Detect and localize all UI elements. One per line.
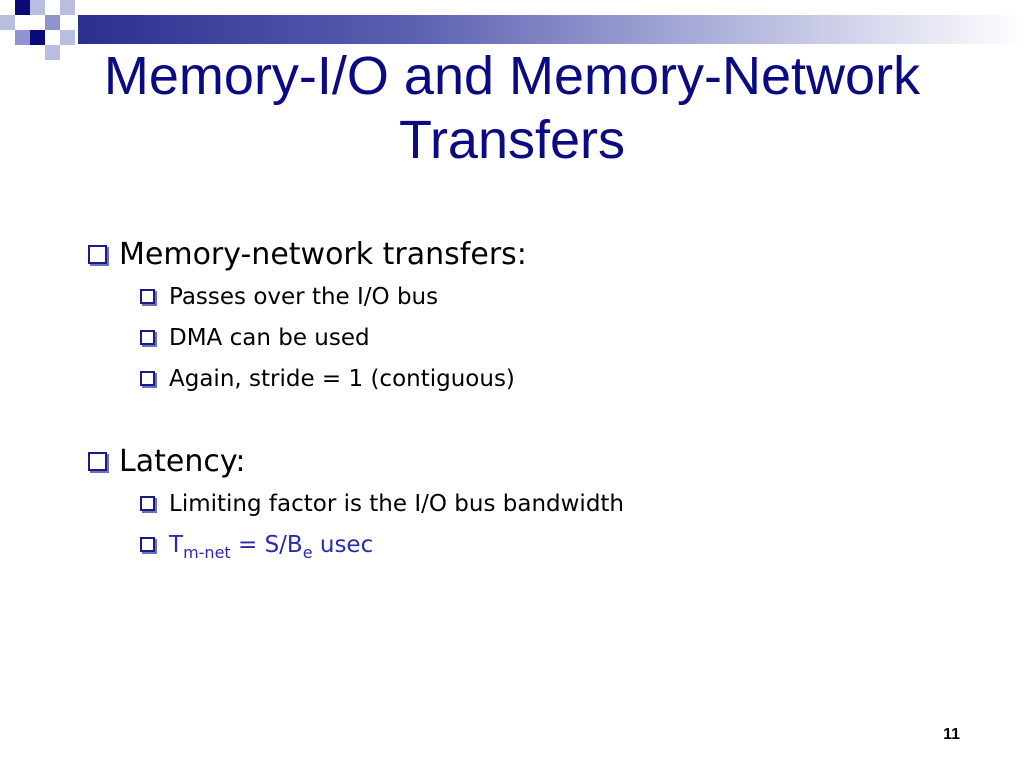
formula-t: T <box>169 531 184 558</box>
slide-title-line2: Transfers <box>398 110 626 170</box>
sub-bullet: Passes over the I/O bus <box>140 276 624 317</box>
square-bullet-icon <box>140 371 155 386</box>
sub-bullet-text: Again, stride = 1 (contiguous) <box>169 365 515 392</box>
square-bullet-icon <box>88 451 107 471</box>
formula-t-subscript: m-net <box>183 542 231 562</box>
sub-bullet: Limiting factor is the I/O bus bandwidth <box>140 483 624 524</box>
corner-square-decoration <box>60 0 75 15</box>
bullet-text: Latency: <box>119 443 246 479</box>
square-bullet-icon <box>140 537 155 552</box>
sub-bullet-text: DMA can be used <box>169 324 370 351</box>
bullet-memory-network: Memory-network transfers: <box>88 232 624 276</box>
sub-bullet: Again, stride = 1 (contiguous) <box>140 358 624 399</box>
formula-b-subscript: e <box>302 542 313 562</box>
square-bullet-icon <box>140 330 155 345</box>
corner-square-decoration <box>30 30 45 45</box>
corner-square-decoration <box>30 0 45 15</box>
corner-square-decoration <box>0 15 15 30</box>
sub-bullet-text: Limiting factor is the I/O bus bandwidth <box>169 490 625 517</box>
square-bullet-icon <box>88 244 107 264</box>
sub-bullet-formula: Tm-net = S/Be usec <box>140 524 624 565</box>
square-bullet-icon <box>140 496 155 511</box>
formula-unit: usec <box>312 531 374 558</box>
corner-square-decoration <box>15 30 30 45</box>
bullet-text: Memory-network transfers: <box>119 236 527 272</box>
corner-square-decoration <box>60 30 75 45</box>
corner-square-decoration <box>45 15 60 30</box>
sub-bullet-text: Passes over the I/O bus <box>169 283 439 310</box>
latency-formula: Tm-net = S/Be usec <box>169 531 374 562</box>
slide-content: Memory-network transfers: Passes over th… <box>88 232 624 565</box>
corner-square-decoration <box>45 45 60 60</box>
slide-title: Memory-I/O and Memory-Network Transfers <box>0 44 1024 172</box>
formula-eq: = S/B <box>230 531 303 558</box>
sub-bullet: DMA can be used <box>140 317 624 358</box>
header-gradient-bar <box>78 15 1024 44</box>
square-bullet-icon <box>140 289 155 304</box>
page-number: 11 <box>943 726 960 743</box>
bullet-latency: Latency: <box>88 439 624 483</box>
corner-square-decoration <box>15 0 30 15</box>
slide-title-line1: Memory-I/O and Memory-Network <box>103 46 921 106</box>
